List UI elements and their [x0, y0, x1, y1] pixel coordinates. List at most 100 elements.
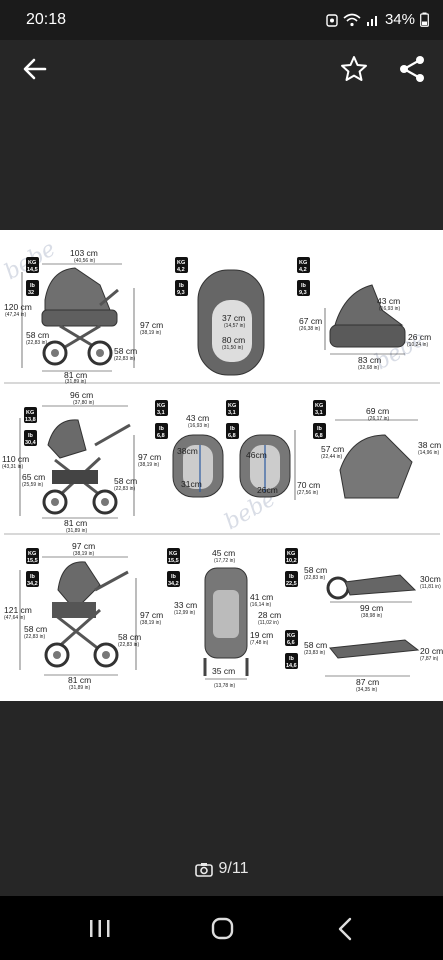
- dim-sublabel: (38,19 in): [140, 330, 161, 336]
- dim-sublabel: (7,48 in): [250, 640, 269, 646]
- svg-text:10,2: 10,2: [286, 558, 297, 564]
- status-bar: 20:18 34%: [0, 0, 443, 40]
- dim-label: 31cm: [181, 479, 202, 489]
- dim-label: 38cm: [177, 446, 198, 456]
- dim-sublabel: (22,83 in): [304, 575, 325, 581]
- dim-sublabel: (37,80 in): [73, 400, 94, 406]
- dim-sublabel: (16,93 in): [379, 306, 400, 312]
- dim-sublabel: (31,89 in): [65, 379, 86, 385]
- weight-badge-lb: lb 6,8: [226, 423, 239, 439]
- svg-text:9,3: 9,3: [177, 290, 185, 296]
- weight-badge-lb: lb 34,2: [26, 571, 39, 587]
- dim-sublabel: (34,35 in): [356, 687, 377, 693]
- dim-sublabel: (43,31 in): [2, 464, 23, 470]
- svg-text:4,2: 4,2: [177, 267, 185, 273]
- dim-label: 80 cm: [222, 335, 245, 345]
- svg-text:13,8: 13,8: [25, 417, 36, 423]
- svg-text:4,2: 4,2: [299, 267, 307, 273]
- svg-text:lb: lb: [30, 283, 36, 289]
- dimension-diagram-image[interactable]: bebe bebe bebe KG 14,5 lb 32: [0, 230, 443, 701]
- dim-label: 96 cm: [70, 390, 93, 400]
- svg-text:KG: KG: [287, 551, 295, 557]
- status-time: 20:18: [26, 11, 67, 28]
- dim-label: 83 cm: [358, 355, 381, 365]
- weight-badge-kg: KG 15,5: [167, 548, 180, 564]
- dim-sublabel: (12,99 in): [174, 610, 195, 616]
- app-bar: [0, 40, 443, 96]
- dim-label: 45 cm: [212, 548, 235, 558]
- svg-text:KG: KG: [287, 633, 295, 639]
- status-icons: 34%: [326, 11, 429, 28]
- dim-label: 65 cm: [22, 472, 45, 482]
- dim-label: 58 cm: [114, 346, 137, 356]
- home-icon[interactable]: [202, 914, 242, 944]
- dim-sublabel: (32,68 in): [358, 365, 379, 371]
- dim-label: 38 cm: [418, 440, 441, 450]
- dim-label: 43 cm: [377, 296, 400, 306]
- svg-text:KG: KG: [28, 260, 36, 266]
- dim-sublabel: (11,02 in): [258, 620, 279, 626]
- dim-label: 58 cm: [114, 476, 137, 486]
- svg-text:22,5: 22,5: [286, 581, 297, 587]
- star-icon[interactable]: [339, 54, 369, 84]
- dim-label: 103 cm: [70, 248, 98, 258]
- dim-sublabel: (23,83 in): [304, 650, 325, 656]
- svg-text:34,2: 34,2: [27, 581, 38, 587]
- svg-text:lb: lb: [289, 574, 295, 580]
- svg-text:KG: KG: [28, 551, 36, 557]
- dim-label: 81 cm: [68, 675, 91, 685]
- weight-badge-lb: lb 34,2: [167, 571, 180, 587]
- svg-text:6,8: 6,8: [228, 433, 236, 439]
- dim-sublabel: (26,38 in): [299, 326, 320, 332]
- weight-badge-lb: lb 6,8: [155, 423, 168, 439]
- weight-badge-kg: KG 3,1: [313, 400, 326, 416]
- dim-label: 19 cm: [250, 630, 273, 640]
- svg-text:6,6: 6,6: [287, 640, 295, 646]
- back-icon[interactable]: [326, 914, 366, 944]
- svg-text:9,3: 9,3: [299, 290, 307, 296]
- weight-badge-kg: KG 13,8: [24, 407, 37, 423]
- weight-badge-kg: KG 6,6: [285, 630, 298, 646]
- dim-label: 30cm: [420, 574, 441, 584]
- weight-badge-kg: KG 10,2: [285, 548, 298, 564]
- dim-label: 26cm: [257, 485, 278, 495]
- svg-text:lb: lb: [317, 426, 323, 432]
- stroller-carseat-drawing: [42, 419, 131, 515]
- dim-label: 97 cm: [138, 452, 161, 462]
- dim-sublabel: (22,83 in): [24, 634, 45, 640]
- camera-icon: [194, 862, 213, 877]
- dim-sublabel: (22,83 in): [114, 486, 135, 492]
- dim-label: 28 cm: [258, 610, 281, 620]
- back-arrow-icon[interactable]: [20, 54, 50, 84]
- svg-text:lb: lb: [230, 426, 236, 432]
- dim-sublabel: (31,89 in): [66, 528, 87, 534]
- dim-sublabel: (10,24 in): [407, 342, 428, 348]
- dim-label: 70 cm: [297, 480, 320, 490]
- carseat-front-views: [172, 434, 291, 498]
- share-icon[interactable]: [397, 54, 427, 84]
- svg-text:lb: lb: [159, 426, 165, 432]
- svg-text:3,1: 3,1: [315, 410, 323, 416]
- dim-label: 58 cm: [304, 640, 327, 650]
- dim-sublabel: (11,81 in): [420, 584, 441, 590]
- folded-stroller-drawing: [326, 574, 420, 659]
- svg-text:15,5: 15,5: [168, 558, 179, 564]
- stroller-diagram: bebe bebe bebe KG 14,5 lb 32: [1, 236, 443, 693]
- dim-label: 81 cm: [64, 370, 87, 380]
- pram-drawing: [41, 267, 119, 366]
- image-viewer: bebe bebe bebe KG 14,5 lb 32: [0, 96, 443, 896]
- svg-text:30,4: 30,4: [25, 440, 37, 446]
- weight-badge-lb: lb 9,3: [175, 280, 188, 296]
- dim-label: 35 cm: [212, 666, 235, 676]
- recent-apps-icon[interactable]: [80, 914, 120, 944]
- svg-text:KG: KG: [157, 403, 165, 409]
- carrycot-side-view: [329, 284, 406, 348]
- dim-sublabel: (13,78 in): [214, 683, 235, 689]
- dim-sublabel: (22,44 in): [321, 454, 342, 460]
- svg-text:lb: lb: [179, 283, 185, 289]
- svg-text:KG: KG: [299, 260, 307, 266]
- dim-label: 58 cm: [26, 330, 49, 340]
- svg-text:KG: KG: [228, 403, 236, 409]
- dim-sublabel: (17,72 in): [214, 558, 235, 564]
- svg-text:KG: KG: [177, 260, 185, 266]
